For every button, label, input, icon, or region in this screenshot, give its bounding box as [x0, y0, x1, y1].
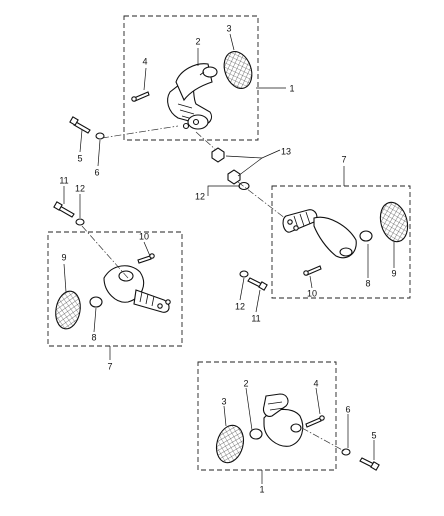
lens-grille-icon	[55, 290, 81, 330]
callout-6-bottom: 6	[345, 404, 350, 414]
front-left-flasher	[215, 393, 325, 464]
callout-2-top: 2	[195, 36, 200, 46]
callout-10-right: 10	[307, 288, 317, 298]
front-right-flasher	[131, 51, 253, 130]
bolt-washer-set-top	[69, 116, 179, 140]
assembly-box-front-right	[123, 15, 259, 141]
callout-2-bottom: 2	[243, 378, 248, 388]
callout-labels: 1 2 3 4 5 6 13 12 7 8 9 10 11 12 11 12 1…	[59, 23, 396, 494]
callout-9-left: 9	[61, 252, 66, 262]
callout-8-right: 8	[365, 278, 370, 288]
lens-grille-icon	[215, 424, 245, 464]
bolt-washer-set-rear-right	[239, 270, 268, 291]
callout-3-top: 3	[226, 23, 231, 33]
lens-grille-icon	[379, 201, 409, 243]
callout-11-right: 11	[251, 313, 260, 323]
callout-9-right: 9	[391, 268, 396, 278]
lens-grille-icon	[223, 51, 253, 89]
leader-lines	[63, 33, 395, 484]
assembly-box-rear-left	[47, 231, 183, 347]
callout-8-left: 8	[91, 332, 96, 342]
callout-4-top: 4	[142, 56, 147, 66]
callout-10-left: 10	[139, 231, 149, 241]
callout-6-top: 6	[94, 167, 99, 177]
callout-13: 13	[281, 146, 291, 156]
callout-7-right: 7	[341, 154, 346, 164]
callout-5-bottom: 5	[371, 430, 376, 440]
callout-12-right: 12	[235, 301, 245, 311]
callout-1-top: 1	[289, 83, 294, 93]
assembly-box-front-left	[197, 361, 337, 471]
bolt-washer-set-bottom	[301, 427, 380, 471]
assembly-box-rear-right	[271, 185, 411, 299]
callout-11-left: 11	[59, 175, 68, 185]
callout-1-bottom: 1	[259, 484, 264, 494]
callout-12-center: 12	[195, 191, 205, 201]
callout-3-bottom: 3	[221, 396, 226, 406]
rear-left-flasher	[55, 253, 171, 330]
callout-4-bottom: 4	[313, 378, 318, 388]
callout-7-left: 7	[107, 361, 112, 371]
callout-5-top: 5	[77, 153, 82, 163]
nut-washer-set	[195, 131, 291, 223]
bolt-washer-set-rear-left	[53, 201, 129, 279]
rear-right-flasher	[282, 201, 409, 276]
callout-12-left: 12	[75, 183, 85, 193]
